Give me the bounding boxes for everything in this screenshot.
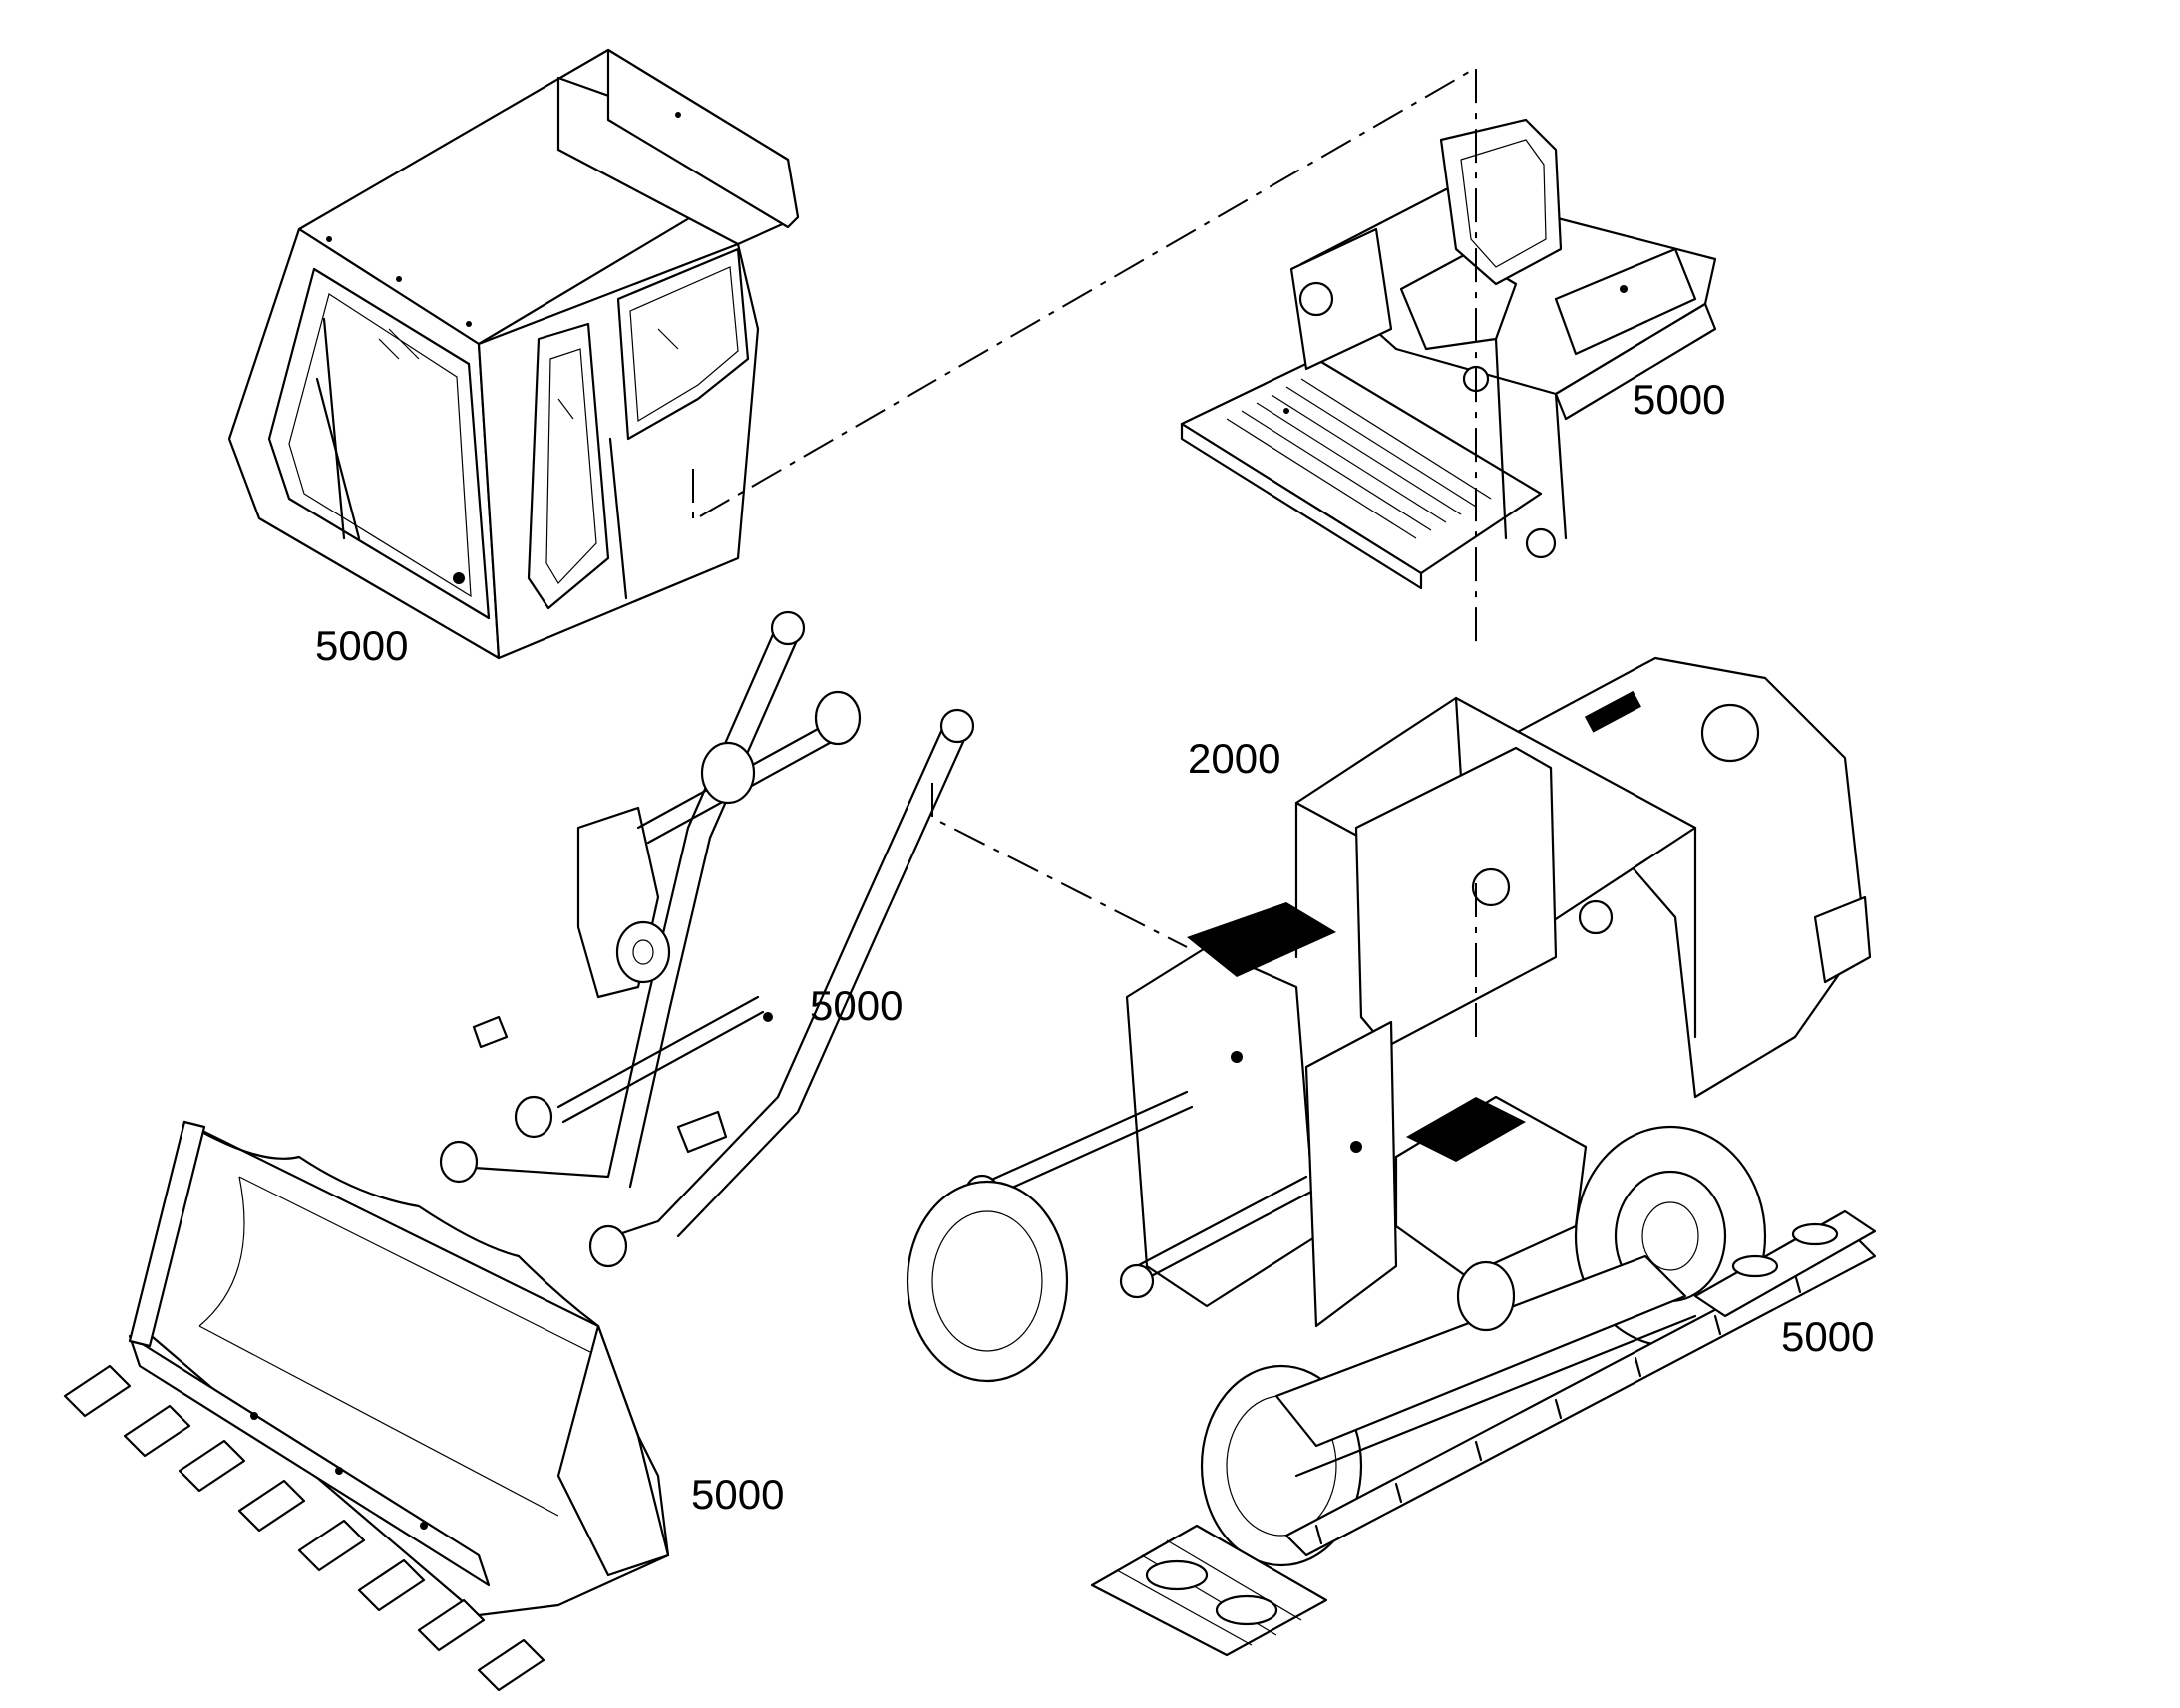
loader-arm-callout: 5000 xyxy=(810,982,903,1029)
assembly-leader-lines xyxy=(692,66,1477,1037)
operator-platform-callout: 5000 xyxy=(1633,376,1725,423)
operator-platform-assembly-icon[interactable] xyxy=(1180,118,1717,590)
main-frame-assembly-icon[interactable] xyxy=(906,656,1872,1567)
cab-callout: 5000 xyxy=(315,622,408,669)
track-chain-callout: 5000 xyxy=(1781,1313,1874,1360)
loader-arm-assembly-icon[interactable] xyxy=(439,610,975,1268)
bucket-callout: 5000 xyxy=(691,1471,784,1518)
bucket-assembly-icon[interactable] xyxy=(63,1120,670,1692)
main-frame-callout: 2000 xyxy=(1188,735,1280,782)
track-chain-assembly-icon[interactable] xyxy=(1090,1209,1877,1657)
cab-assembly-icon[interactable] xyxy=(227,48,800,660)
